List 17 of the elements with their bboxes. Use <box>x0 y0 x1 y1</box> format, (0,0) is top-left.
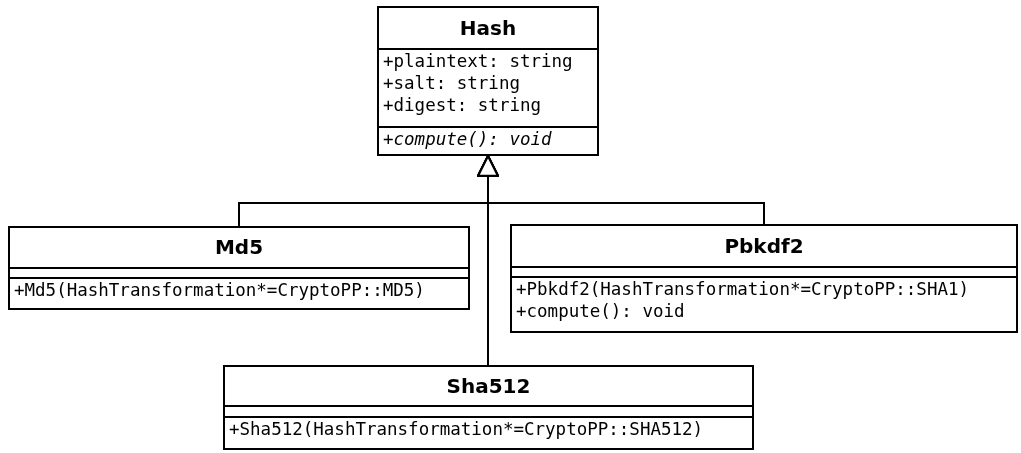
class-name: Pbkdf2 <box>723 233 805 261</box>
attribute-text: +salt: string <box>382 71 521 94</box>
class-box <box>223 365 754 450</box>
class-box <box>8 226 470 310</box>
class-box <box>377 6 599 156</box>
class-name: Sha512 <box>445 373 532 400</box>
method-text: +compute(): void <box>515 300 686 323</box>
method-text: +compute(): void <box>382 127 553 150</box>
method-text: +Md5(HashTransformation*=CryptoPP::MD5) <box>13 278 426 301</box>
attribute-text: +digest: string <box>382 93 543 116</box>
class-name: Hash <box>458 14 518 42</box>
inheritance-arrow <box>477 154 499 366</box>
method-text: +Sha512(HashTransformation*=CryptoPP::SHA512) <box>228 417 705 440</box>
class-box <box>510 224 1018 333</box>
class-name: Md5 <box>213 234 265 262</box>
method-text: +Pbkdf2(HashTransformation*=CryptoPP::SHA1) <box>515 278 971 301</box>
attribute-text: +plaintext: string <box>382 49 574 72</box>
